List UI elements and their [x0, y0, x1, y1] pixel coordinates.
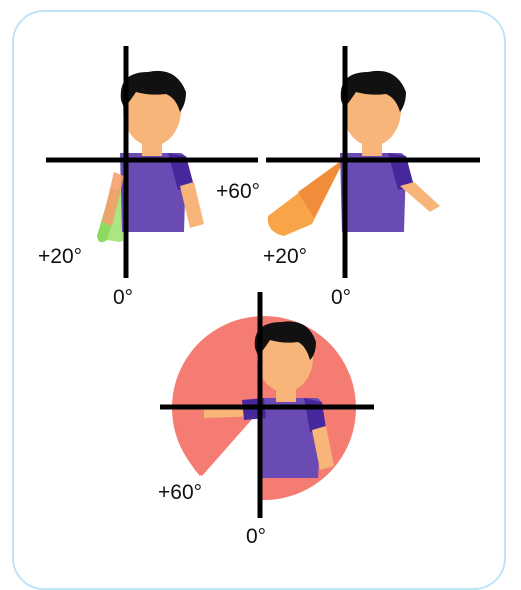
angle-label-plus20-left: +20°	[38, 245, 83, 268]
rom-wedge-orange-inner	[298, 158, 345, 218]
angle-label-plus20-right: +20°	[263, 245, 308, 268]
left-arm	[102, 172, 124, 226]
hair	[340, 70, 406, 112]
rom-wedge-red-lower	[175, 408, 262, 476]
torso-shirt	[260, 398, 322, 478]
angle-label-zero-bottom: 0°	[246, 525, 267, 548]
panel-bottom	[160, 292, 374, 518]
hair	[254, 321, 316, 360]
angle-label-zero-left: 0°	[113, 286, 134, 309]
panel-upper-left	[46, 46, 258, 278]
right-arm	[180, 182, 204, 228]
right-arm	[312, 426, 334, 470]
angle-label-plus60-right: +60°	[216, 180, 261, 203]
angle-label-plus60-bottom: +60°	[158, 481, 203, 504]
angle-label-zero-right: 0°	[331, 286, 352, 309]
hair	[120, 70, 186, 112]
torso-shirt	[340, 153, 406, 232]
right-arm	[400, 182, 440, 212]
torso-shirt	[120, 153, 186, 232]
range-of-motion-diagram	[46, 46, 480, 518]
panel-upper-right	[266, 46, 480, 278]
